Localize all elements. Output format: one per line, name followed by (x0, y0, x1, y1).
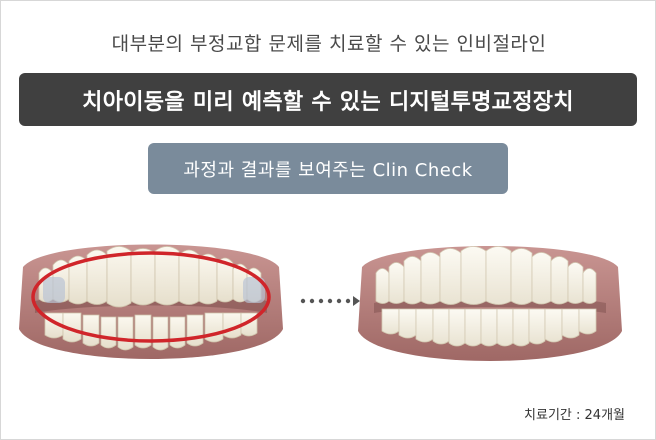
headline-banner: 치아이동을 미리 예측할 수 있는 디지털투명교정장치 (19, 73, 637, 126)
clincheck-text: 과정과 결과를 보여주는 Clin Check (183, 159, 473, 181)
treatment-period: 치료기간 : 24개월 (524, 408, 625, 423)
teeth-after-image (358, 246, 622, 361)
teeth-before-image (19, 244, 283, 359)
subtitle: 대부분의 부정교합 문제를 치료할 수 있는 인비절라인 (111, 33, 547, 55)
highlight-ellipse (31, 251, 271, 343)
clincheck-label: 과정과 결과를 보여주는 Clin Check (148, 143, 508, 194)
arrow-right-icon (300, 296, 360, 306)
headline-text: 치아이동을 미리 예측할 수 있는 디지털투명교정장치 (82, 89, 574, 115)
